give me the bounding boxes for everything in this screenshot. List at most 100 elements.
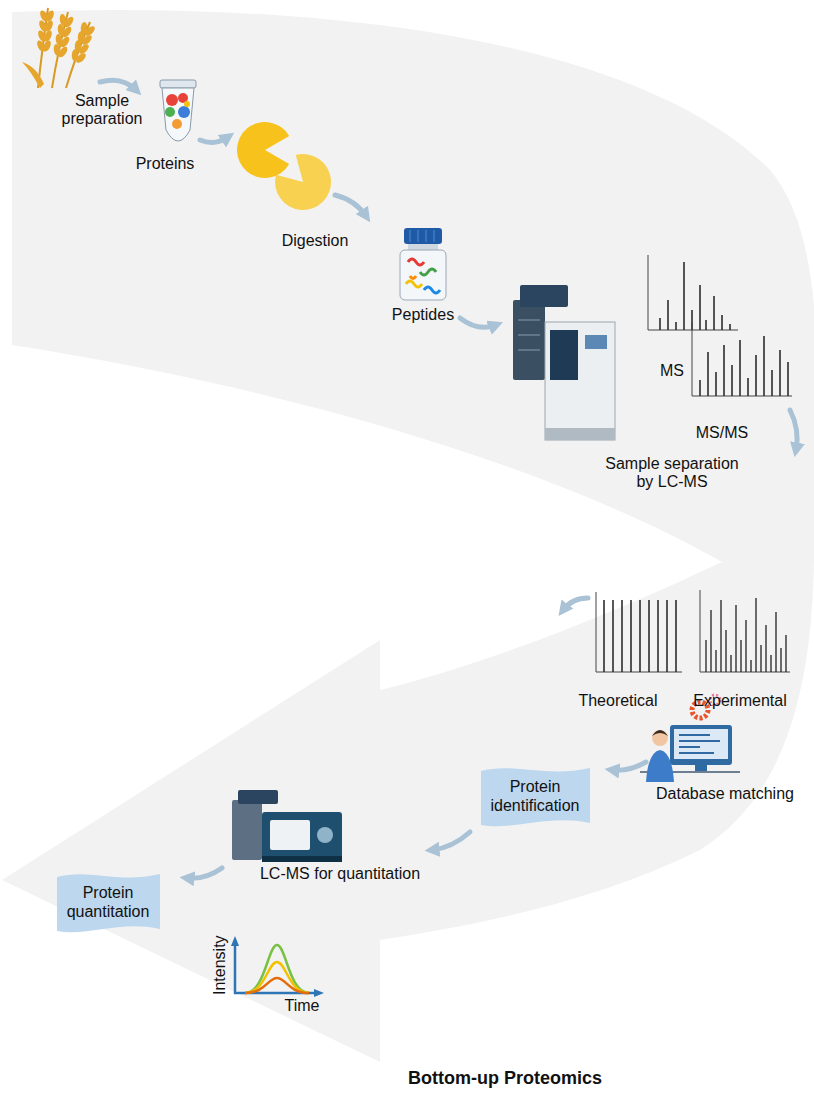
spectrum-label: MS/MS <box>696 424 748 442</box>
banner-box: Protein identification <box>481 762 590 832</box>
vial-icon <box>410 276 416 279</box>
wheat-icon <box>22 62 44 88</box>
vial-icon <box>408 244 438 250</box>
ms-spectrum <box>648 255 738 330</box>
database-matching-icon <box>679 735 720 753</box>
ms-spectrum <box>648 255 738 330</box>
experimental-spectrum <box>706 598 786 672</box>
tube-icon <box>178 106 190 118</box>
msms-spectrum <box>692 322 792 396</box>
flow-arrow <box>200 137 228 142</box>
wheat-icon <box>57 45 69 59</box>
step-label: Digestion <box>282 232 349 250</box>
wheat-icon <box>63 15 75 29</box>
lc-ms-instrument <box>545 428 615 440</box>
tube-icon <box>166 94 178 106</box>
vial-icon <box>400 228 446 300</box>
lc-ms-instrument <box>545 322 615 440</box>
wheat-icon <box>22 8 97 88</box>
step-label: Sample preparation <box>50 92 154 129</box>
database-matching-icon <box>652 730 668 746</box>
flow-arrow <box>612 762 646 770</box>
tube-icon <box>165 107 175 117</box>
chromatogram <box>245 962 309 993</box>
theoretical-spectrum <box>604 600 676 672</box>
lc-ms-quantitation-instrument <box>262 856 342 862</box>
lc-ms-instrument <box>513 300 545 380</box>
vial-icon <box>420 269 436 275</box>
axis-label: Intensity <box>211 935 229 995</box>
lc-ms-quantitation-instrument <box>270 820 310 850</box>
theoretical-spectrum <box>596 592 682 672</box>
database-matching-icon <box>646 750 674 782</box>
enzyme-icon <box>237 122 331 210</box>
msms-spectrum <box>700 336 788 396</box>
vial-icon <box>400 250 446 300</box>
workflow-swoosh <box>2 10 814 1062</box>
flow-arrow <box>187 868 222 878</box>
theoretical-spectrum <box>596 592 682 672</box>
lc-ms-instrument <box>520 285 568 307</box>
lc-ms-instrument <box>585 335 607 349</box>
lc-ms-quantitation-instrument <box>232 790 342 862</box>
database-matching-icon <box>674 729 728 759</box>
figure-title: Bottom-up Proteomics <box>408 1068 602 1089</box>
banner-outline <box>57 874 160 932</box>
flow-arrow <box>563 598 588 610</box>
chromatogram <box>235 940 318 993</box>
database-matching-icon <box>670 725 732 765</box>
lc-ms-instrument <box>550 330 578 380</box>
chromatogram <box>245 978 309 993</box>
axis-label: Time <box>285 997 320 1015</box>
step-label: Proteins <box>136 155 195 173</box>
chromatogram <box>231 936 324 997</box>
wheat-icon <box>42 39 53 53</box>
enzyme-icon <box>275 154 331 210</box>
flow-arrow <box>790 410 797 450</box>
spectrum-label: MS <box>660 362 684 380</box>
database-matching-icon <box>652 730 668 736</box>
flow-arrow <box>460 318 496 327</box>
tube-icon <box>160 80 196 88</box>
tube-icon <box>162 88 194 141</box>
vial-icon <box>408 259 424 265</box>
experimental-spectrum <box>700 590 790 672</box>
tube-icon <box>184 101 190 107</box>
tube-icon <box>160 80 196 141</box>
step-label: Sample separation by LC-MS <box>602 455 742 492</box>
vial-icon <box>424 287 440 293</box>
lc-ms-quantitation-instrument <box>262 812 342 862</box>
wheat-icon <box>59 35 71 49</box>
chromatogram <box>231 936 239 946</box>
vial-icon <box>404 228 442 244</box>
chromatogram <box>245 945 309 993</box>
vial-icon <box>410 230 434 242</box>
tube-icon <box>172 119 182 129</box>
msms-spectrum <box>692 322 792 396</box>
enzyme-icon <box>237 122 289 178</box>
banner-outline <box>481 768 590 826</box>
lc-ms-instrument <box>518 320 540 350</box>
lc-ms-instrument <box>513 285 615 440</box>
step-label: Database matching <box>656 785 794 803</box>
flow-arrow <box>335 195 366 216</box>
wheat-icon <box>74 51 87 64</box>
lc-ms-quantitation-instrument <box>238 790 278 804</box>
flow-arrow <box>100 80 797 878</box>
lc-ms-quantitation-instrument <box>232 800 262 860</box>
vial-icon <box>406 281 422 287</box>
flow-arrow <box>432 832 470 850</box>
step-label: Peptides <box>392 306 454 324</box>
banner-box: Protein quantitation <box>57 868 160 938</box>
spectrum-label: Theoretical <box>578 692 657 710</box>
database-matching-icon <box>695 765 707 771</box>
banner-text: Protein quantitation <box>67 884 150 922</box>
spectrum-label: Experimental <box>693 692 786 710</box>
step-label: LC-MS for quantitation <box>260 865 420 883</box>
lc-ms-quantitation-instrument <box>317 827 333 843</box>
experimental-spectrum <box>700 590 790 672</box>
chromatogram <box>314 989 324 997</box>
